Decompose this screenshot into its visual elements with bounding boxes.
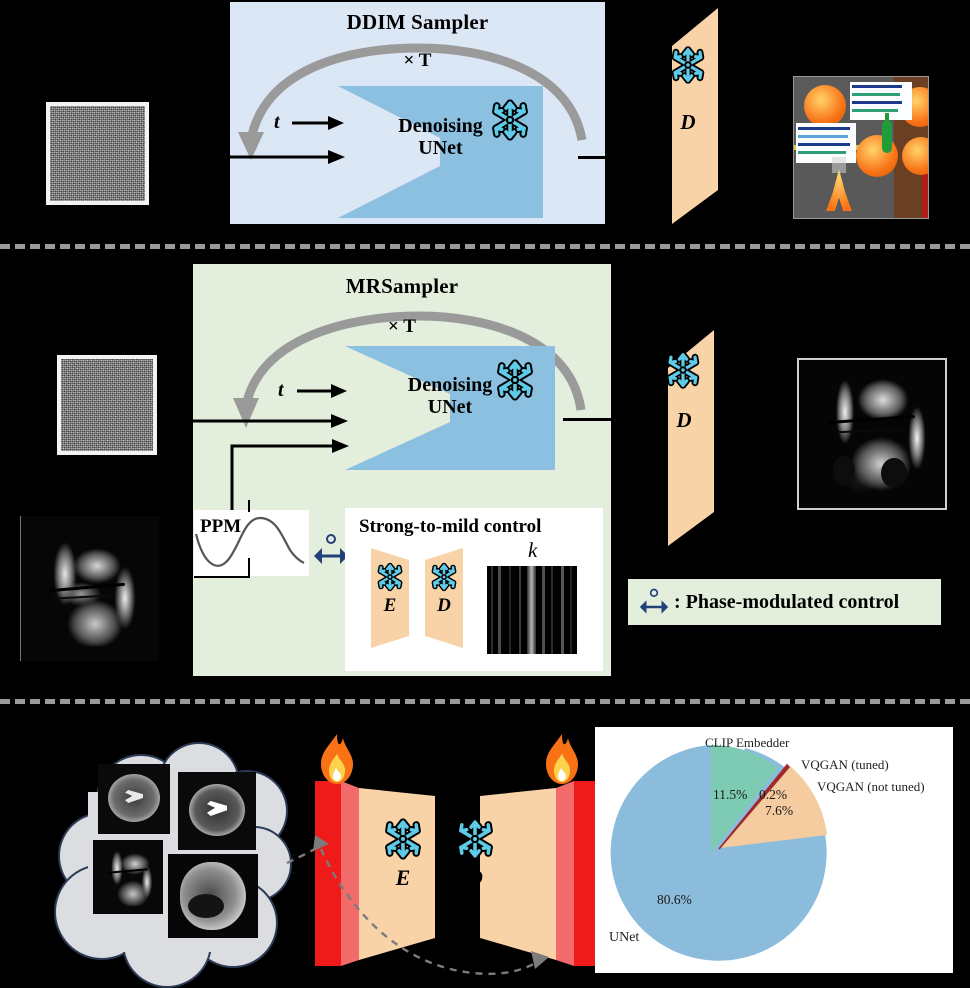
snowflake-icon [377,562,403,592]
mrsampler-unet-label-line1: Denoising [407,374,493,396]
ppm-box: PPM [194,510,309,576]
mrsampler-unet-label-line2: UNet [427,396,473,419]
mrsampler-title: MRSampler [345,274,459,298]
ppm-label: PPM [200,516,242,537]
ddim-timestep-symbol: t [274,111,280,133]
cloud-mri-thumb [93,840,163,914]
legend-box: : Phase-modulated control [628,579,941,625]
decoder-trainable-block [480,781,600,966]
mrsampler-undersampled-mri-input [20,516,159,661]
kspace-image [487,566,577,654]
data-cloud-icon [40,722,292,988]
ddim-sampler-title: DDIM Sampler [346,10,489,34]
snowflake-icon [671,46,705,84]
training-decoder-label: D [467,865,483,890]
ddim-sampler-panel: DDIM Sampler × T Denoising UNet t [0,2,618,224]
fire-icon [321,734,353,784]
pie-value-clip-embedder: 11.5% [713,787,748,802]
ddim-t-arrow [292,116,344,130]
snowflake-icon [431,562,457,592]
section-divider-1 [0,244,970,249]
kspace-label: k [528,538,538,562]
phase-modulated-arrow-icon [639,588,669,614]
ddim-unet-label: Denoising UNet [338,115,543,160]
cloud-mri-thumb [98,764,170,834]
pie-value-unet: 80.6% [657,892,692,907]
pie-label-clip-embedder: CLIP Embedder [705,735,790,750]
mrsampler-panel: MRSampler × T Denoising UNet t [0,264,611,676]
training-encoder-label: E [395,865,411,890]
ddim-output-line [578,156,618,159]
snowflake-icon [457,818,493,860]
pie-chart-svg [610,744,827,961]
ddim-unet-shape-fill [338,86,543,218]
ppm-bottom-connector [194,576,250,578]
control-encoder-label: E [383,595,397,616]
pie-value-vqgan-not-tuned: 7.6% [765,803,794,818]
training-autoencoder: E D [286,720,600,984]
mrsampler-timestep-symbol: t [278,379,284,401]
ddim-output-natural-image [793,76,929,219]
pie-label-vqgan-tuned: VQGAN (tuned) [801,757,889,772]
snowflake-icon [497,359,533,401]
mrsampler-unet-label: Denoising UNet [345,374,555,419]
control-decoder-label: D [437,595,451,616]
snowflake-icon [666,351,700,389]
mrsampler-unet-shape [345,346,555,470]
mrsampler-loop-count-label: × T [388,316,416,337]
legend-text: : Phase-modulated control [674,590,900,613]
pie-label-unet: UNet [609,930,640,945]
snowflake-icon [385,818,421,860]
cloud-mri-thumb [168,854,258,938]
training-dataflow-arrows [286,835,549,976]
mrsampler-decoder-label: D [676,408,692,432]
ddim-loop-count-label: × T [403,50,432,71]
ppm-waveform [194,516,305,567]
strong-to-mild-control-title: Strong-to-mild control [359,516,542,537]
mrsampler-output-mri-image [797,358,947,510]
fire-icon [546,734,578,784]
mrsampler-noise-input-image [57,355,157,455]
strong-to-mild-control-box: Strong-to-mild control E [345,508,603,671]
pie-label-vqgan-not-tuned: VQGAN (not tuned) [817,779,925,794]
ddim-noise-input-image [46,102,149,205]
ddim-loop-arrow [238,43,587,160]
ppm-bottom-riser [248,558,250,578]
ddim-decoder-label: D [680,110,696,134]
section-divider-2 [0,699,970,704]
parameter-distribution-chart: CLIP Embedder VQGAN (tuned) VQGAN (not t… [595,727,953,973]
pie-value-vqgan-tuned: 0.2% [759,787,788,802]
mrsampler-output-line [563,418,611,421]
snowflake-icon [492,99,528,141]
mrsampler-t-arrow [297,384,347,398]
cloud-mri-thumb [178,772,256,850]
ddim-unet-label-line1: Denoising [398,115,483,137]
mrsampler-latent-input-arrow [0,414,348,428]
ppm-top-connector [248,500,250,512]
phase-modulated-arrow-icon [314,534,348,564]
ddim-unet-label-line2: UNet [418,137,463,160]
